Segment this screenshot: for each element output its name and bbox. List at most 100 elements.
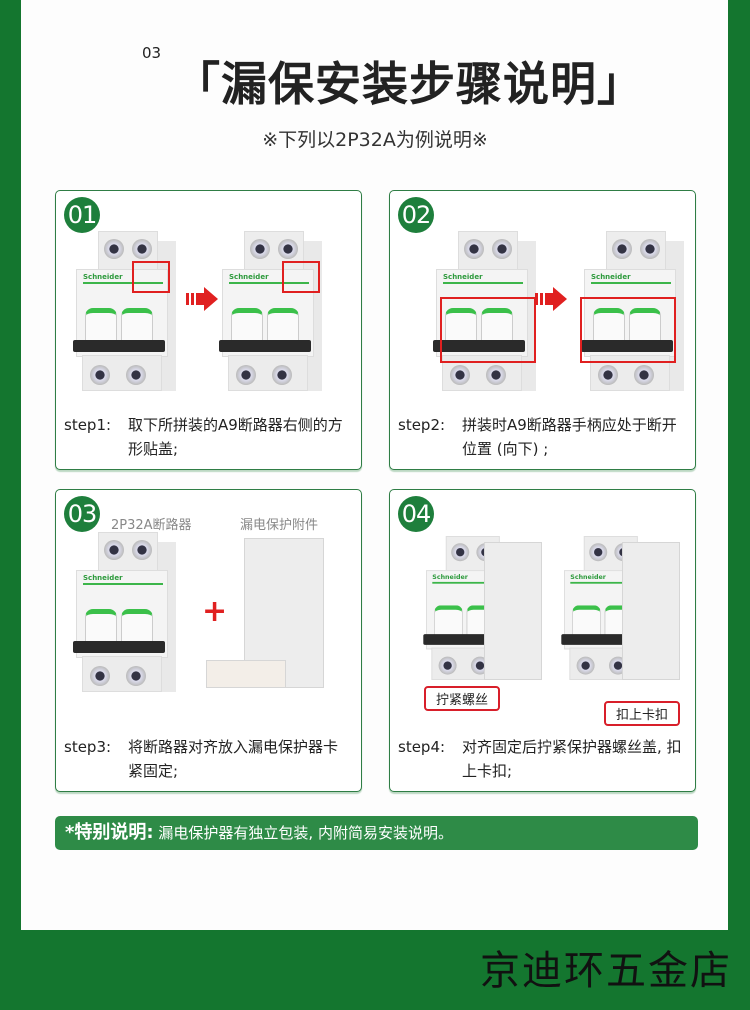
toggle-handle [593,308,625,342]
screw-icon [589,543,608,562]
step-label: step4: [398,738,446,756]
screw-icon [278,239,298,259]
breaker-body: Schneider [73,570,168,658]
step-badge: 02 [398,197,434,233]
step-card-4: 04 Schneider Schneider 拧紧螺丝 扣上卡扣 step4: 对… [389,489,696,792]
step-description: step4: 对齐固定后拧紧保护器螺丝盖, 扣上卡扣; [398,735,682,783]
step-label: step1: [64,416,112,434]
step-text: 将断路器对齐放入漏电保护器卡紧固定; [128,738,339,780]
green-stripe [591,282,671,284]
page-title: 「漏保安装步骤说明」 [174,57,644,111]
handle-bar [561,634,645,645]
screw-icon [236,365,256,385]
step-label: step3: [64,738,112,756]
screw-icon [576,656,595,675]
screw-icon [104,239,124,259]
brand-logo: Schneider [83,574,123,582]
breaker-label: 2P32A断路器 [111,518,192,533]
highlight-box [440,297,536,363]
step-text: 拼装时A9断路器手柄应处于断开位置 (向下) ; [462,416,677,458]
screw-icon [104,540,124,560]
screw-icon [90,365,110,385]
screw-icon [438,656,457,675]
brand-logo: Schneider [432,573,468,581]
brand-logo: Schneider [570,573,606,581]
step-label: step2: [398,416,446,434]
brand-logo: Schneider [443,273,483,281]
screw-icon [126,365,146,385]
breaker-image: Schneider [433,231,536,391]
handle-bar [433,340,525,352]
handle-bar [73,340,165,352]
breaker-body: Schneider [73,269,168,357]
brand-logo: Schneider [83,273,123,281]
arrow-right-icon [186,287,218,311]
green-stripe [443,282,523,284]
notice-text: 漏电保护器有独立包装, 内附简易安装说明。 [158,824,453,842]
screw-icon [450,365,470,385]
callout-snap-clip: 扣上卡扣 [604,701,681,726]
step-description: step2: 拼装时A9断路器手柄应处于断开位置 (向下) ; [398,413,682,461]
breaker-body: Schneider [581,269,676,357]
toggle-handle [85,609,117,643]
toggle-handle [629,308,661,342]
rcd-label: 漏电保护附件 [240,518,319,533]
screw-icon [90,666,110,686]
screw-icon [464,239,484,259]
section-number: 03 [142,44,162,62]
plus-icon: + [202,594,228,629]
page-subtitle: ※下列以2P32A为例说明※ [262,129,488,151]
breaker-image: Schneider [581,231,684,391]
rcd-accessory-image [622,542,680,680]
step-card-2: 02 Schneider Schneider step2: 拼装时A9断路器手柄应… [389,190,696,470]
screw-icon [451,543,470,562]
toggle-handle [267,308,299,342]
step-badge: 04 [398,496,434,532]
screw-icon [132,239,152,259]
highlight-box [132,261,170,293]
toggle-handle [85,308,117,342]
step-text: 对齐固定后拧紧保护器螺丝盖, 扣上卡扣; [462,738,682,780]
busbar-pins [206,660,286,688]
green-stripe [432,581,505,584]
handle-bar [423,634,507,645]
breaker-image: Schneider [73,231,176,391]
green-stripe [229,282,309,284]
step-description: step3: 将断路器对齐放入漏电保护器卡紧固定; [64,735,348,783]
screw-icon [132,540,152,560]
screw-icon [492,239,512,259]
step-card-3: 03 2P32A断路器 漏电保护附件 Schneider + step3: 将断路… [55,489,362,792]
breaker-image: Schneider [73,532,176,692]
brand-logo: Schneider [591,273,631,281]
step-description: step1: 取下所拼装的A9断路器右侧的方形贴盖; [64,413,348,461]
highlight-box [580,297,676,363]
green-stripe [83,282,163,284]
screw-icon [634,365,654,385]
screw-icon [612,239,632,259]
arrow-right-icon [535,287,567,311]
rcd-accessory-image [484,542,542,680]
handle-bar [73,641,165,653]
green-stripe [570,581,643,584]
special-notice-banner: *特别说明: 漏电保护器有独立包装, 内附简易安装说明。 [55,816,698,850]
screw-icon [640,239,660,259]
screw-icon [126,666,146,686]
screw-icon [598,365,618,385]
step-badge: 03 [64,496,100,532]
toggle-handle [434,605,463,636]
step-text: 取下所拼装的A9断路器右侧的方形贴盖; [128,416,343,458]
callout-tighten-screw: 拧紧螺丝 [424,686,501,711]
toggle-handle [121,609,153,643]
handle-bar [219,340,311,352]
toggle-handle [572,605,601,636]
brand-logo: Schneider [229,273,269,281]
highlight-box [282,261,320,293]
breaker-body: Schneider [433,269,528,357]
screw-icon [272,365,292,385]
notice-label: *特别说明: [65,822,154,843]
step-badge: 01 [64,197,100,233]
screw-icon [250,239,270,259]
store-name: 京迪环五金店 [480,948,732,994]
green-stripe [83,583,163,585]
breaker-body: Schneider [219,269,314,357]
